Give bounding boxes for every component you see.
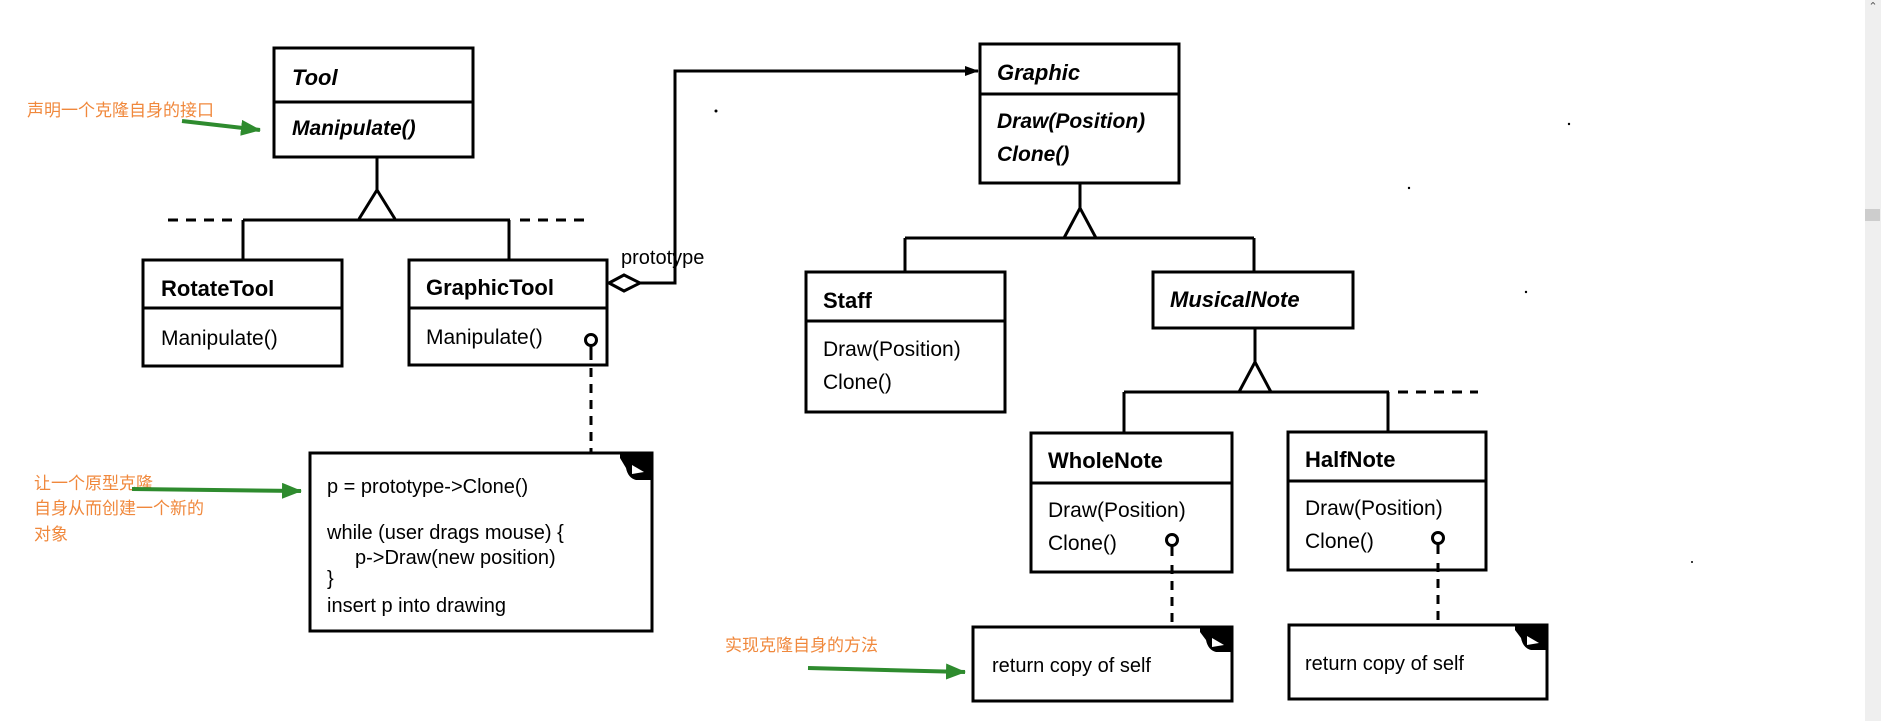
class-name: GraphicTool: [426, 275, 554, 300]
note-fold-icon: [1515, 625, 1547, 650]
note-fold-icon: [620, 453, 652, 480]
class-musical-note: MusicalNote: [1151, 270, 1355, 330]
generalization-tool: [168, 157, 585, 260]
class-tool: Tool Manipulate(): [272, 46, 475, 159]
note-line: while (user drags mouse) {: [326, 522, 564, 544]
class-name: Tool: [292, 65, 338, 90]
green-arrow-icon: [131, 482, 302, 499]
note-line: p = prototype->Clone(): [327, 476, 528, 498]
note-fold-icon: [1200, 627, 1232, 652]
scrollbar-thumb[interactable]: [1865, 209, 1880, 221]
note-manipulate: p = prototype->Clone() while (user drags…: [308, 451, 654, 633]
vertical-scrollbar[interactable]: ⌃: [1865, 0, 1881, 721]
operation: Draw(Position): [1305, 497, 1443, 520]
green-arrow-icon: [807, 663, 966, 680]
prototype-association: prototype: [605, 66, 979, 293]
operation: Draw(Position): [997, 110, 1145, 133]
class-name: MusicalNote: [1170, 287, 1300, 312]
operation: Clone(): [997, 143, 1069, 166]
note-whole-clone: return copy of self: [971, 625, 1234, 703]
scan-specks: [714, 109, 1693, 563]
operation: Clone(): [1305, 530, 1374, 553]
operation: Manipulate(): [292, 117, 416, 140]
note-anchor-icon: [1165, 533, 1179, 556]
operation: Clone(): [823, 371, 892, 394]
note-line: return copy of self: [992, 655, 1151, 677]
annotation-text: 实现克隆自身的方法: [725, 636, 878, 656]
note-line: p->Draw(new position): [355, 547, 556, 569]
scroll-up-icon[interactable]: ⌃: [1868, 1, 1878, 13]
aggregation-diamond-icon: [605, 273, 644, 293]
class-staff: Staff Draw(Position) Clone(): [804, 270, 1007, 414]
note-anchor-icon: [584, 333, 598, 360]
class-name: Graphic: [997, 60, 1080, 85]
annotation-text: 对象: [34, 525, 68, 545]
role-label: prototype: [621, 247, 704, 269]
generalization-graphic: [903, 183, 1256, 272]
annotation-text: 让一个原型克隆: [34, 474, 153, 494]
class-name: RotateTool: [161, 276, 274, 301]
operation: Manipulate(): [161, 327, 278, 350]
class-name: Staff: [823, 288, 873, 313]
annotation-text: 自身从而创建一个新的: [34, 499, 204, 519]
class-half-note: HalfNote Draw(Position) Clone(): [1286, 430, 1488, 572]
note-anchor-icon: [1431, 531, 1445, 554]
operation: Draw(Position): [823, 338, 961, 361]
green-arrow-icon: [181, 119, 261, 136]
annotation-text: 声明一个克隆自身的接口: [27, 101, 214, 121]
class-graphic-tool: GraphicTool Manipulate(): [407, 258, 609, 367]
operation: Manipulate(): [426, 326, 543, 349]
note-half-clone: return copy of self: [1287, 623, 1549, 701]
class-whole-note: WholeNote Draw(Position) Clone(): [1029, 431, 1234, 574]
note-line: insert p into drawing: [327, 595, 506, 617]
note-line: }: [327, 568, 334, 590]
class-name: WholeNote: [1048, 448, 1163, 473]
generalization-musical-note: [1122, 328, 1478, 433]
annotation-clone-impl: 实现克隆自身的方法: [725, 636, 966, 680]
annotation-clone-request: 让一个原型克隆 自身从而创建一个新的 对象: [34, 474, 302, 545]
class-rotate-tool: RotateTool Manipulate(): [141, 258, 344, 368]
operation: Clone(): [1048, 532, 1117, 555]
annotation-clone-interface: 声明一个克隆自身的接口: [27, 101, 261, 136]
note-line: return copy of self: [1305, 653, 1464, 675]
class-graphic: Graphic Draw(Position) Clone(): [978, 42, 1181, 185]
operation: Draw(Position): [1048, 499, 1186, 522]
class-name: HalfNote: [1305, 447, 1395, 472]
